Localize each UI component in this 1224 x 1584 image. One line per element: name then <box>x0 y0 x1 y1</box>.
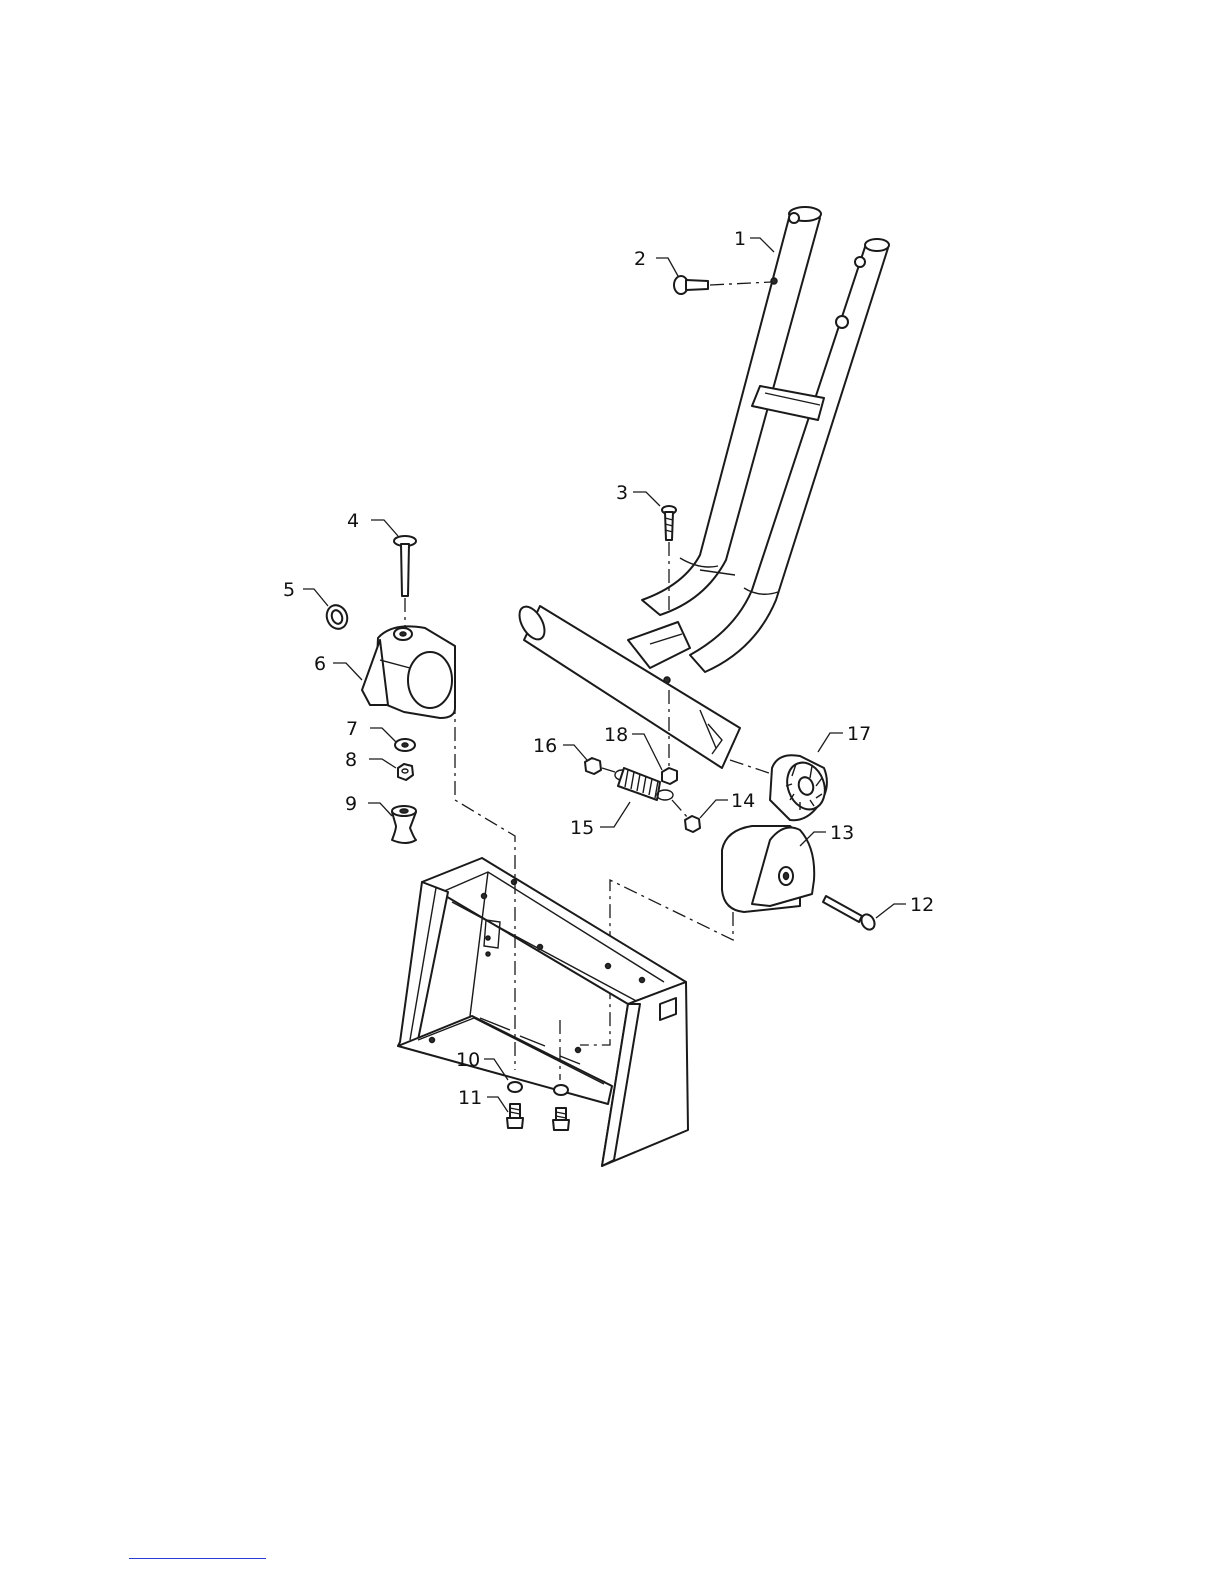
callout-2: 2 <box>634 248 646 270</box>
roller-part-9 <box>392 806 416 843</box>
bolt-part-11 <box>507 1104 569 1130</box>
pin-part-4 <box>394 536 416 628</box>
callout-11: 11 <box>458 1087 482 1109</box>
callout-1: 1 <box>734 228 746 250</box>
pivot-cover-right <box>722 826 814 912</box>
callout-14: 14 <box>731 790 755 812</box>
base-frame <box>398 858 688 1166</box>
callout-5: 5 <box>283 579 295 601</box>
callout-15: 15 <box>570 817 594 839</box>
callout-6: 6 <box>314 653 326 675</box>
ring-part-5 <box>323 602 350 631</box>
callout-18: 18 <box>604 724 628 746</box>
callout-4: 4 <box>347 510 359 532</box>
callout-16: 16 <box>533 735 557 757</box>
nut-part-16 <box>585 758 615 774</box>
callout-10: 10 <box>456 1049 480 1071</box>
callout-9: 9 <box>345 793 357 815</box>
nut-part-8 <box>398 764 413 780</box>
callout-7: 7 <box>346 718 358 740</box>
callout-17: 17 <box>847 723 871 745</box>
nut-part-14 <box>685 816 700 832</box>
footer-rule <box>129 1558 266 1559</box>
bolt-part-2 <box>674 276 772 294</box>
bolt-part-12 <box>823 896 877 932</box>
upright-frame <box>514 207 889 768</box>
callout-3: 3 <box>616 482 628 504</box>
callout-13: 13 <box>830 822 854 844</box>
washer-part-7 <box>395 739 415 751</box>
callout-12: 12 <box>910 894 934 916</box>
pivot-cover-left <box>362 626 515 880</box>
nut-part-18 <box>662 768 677 784</box>
callout-8: 8 <box>345 749 357 771</box>
